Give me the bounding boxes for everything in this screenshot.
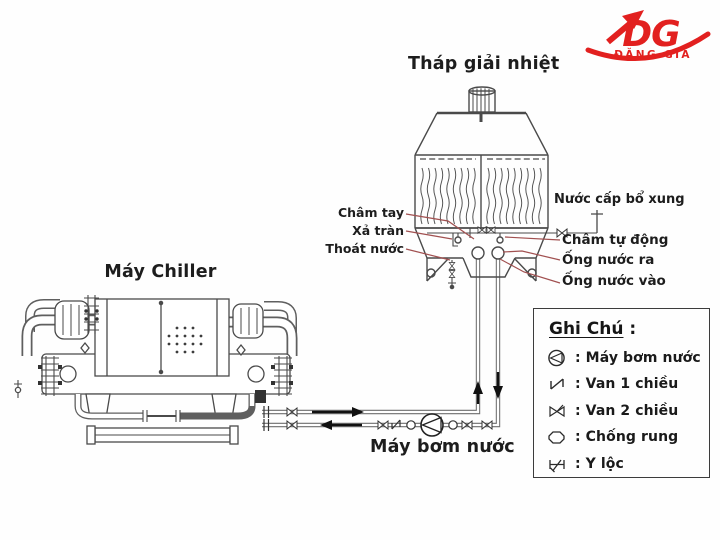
pipeline-symbols — [286, 372, 503, 437]
chiller-dots — [167, 326, 203, 354]
valve-symbol — [286, 420, 298, 430]
legend-item-label: : Van 1 chiều — [575, 376, 679, 392]
legend-item-pump: : Máy bơm nước — [547, 347, 709, 368]
y-strainer-icon — [549, 459, 565, 472]
callout-nuoc-cap-bo-xung: Nước cấp bổ xung — [554, 192, 685, 207]
flanged-column-right — [271, 356, 293, 396]
legend-title-text: Ghi Chú — [549, 319, 624, 339]
fan-motor-icon — [468, 86, 496, 113]
pump-icon — [548, 349, 565, 366]
check-valve-symbol — [391, 419, 401, 430]
logo-swoosh — [585, 31, 711, 61]
outlet-manifold — [255, 390, 266, 403]
callout-ong-nuoc-vao: Ống nước vào — [562, 273, 666, 289]
legend-item-y-strainer: : Y lộc — [547, 453, 709, 474]
legend-title: Ghi Chú : — [549, 319, 709, 339]
legend-item-check-valve: : Van 1 chiều — [547, 374, 709, 395]
callout-lines — [405, 213, 561, 284]
legend-box: Ghi Chú : : Máy bơm nước : Van 1 chiều :… — [533, 308, 710, 478]
check-valve-icon — [550, 378, 564, 390]
compressor-right — [232, 303, 264, 339]
callout-ong-nuoc-ra: Ống nước ra — [562, 252, 655, 268]
makeup-water-line — [556, 210, 603, 238]
flanged-column-left — [38, 356, 62, 396]
compressor-left — [54, 300, 90, 340]
chiller-label: Máy Chiller — [104, 262, 217, 282]
anti-vibration-icon — [548, 431, 565, 444]
legend-title-colon: : — [623, 319, 637, 339]
chiller-drawing — [14, 295, 298, 445]
chiller-base — [74, 393, 256, 445]
flow-arrows — [312, 372, 503, 430]
legend-item-label: : Chống rung — [575, 429, 679, 445]
brand-logo: DG ĐẶNG GIA — [585, 10, 711, 61]
callout-xa-tran: Xả tràn — [352, 223, 404, 238]
tower-title: Tháp giải nhiệt — [408, 54, 560, 74]
cooling-tower-drawing — [414, 86, 597, 282]
callout-cham-tay: Châm tay — [337, 205, 404, 220]
callout-thoat-nuoc: Thoát nước — [325, 241, 404, 256]
basin-sump — [448, 226, 516, 290]
valve-symbol — [286, 407, 298, 417]
anti-vibration-symbol — [406, 420, 416, 430]
legend-item-label: : Van 2 chiều — [575, 402, 679, 419]
two-way-valve-icon — [549, 404, 565, 417]
valve-symbol — [377, 420, 389, 430]
tower-inlet-port — [471, 246, 485, 260]
logo-name: ĐẶNG GIA — [614, 47, 692, 61]
valve-symbol — [481, 420, 493, 430]
logo-arrow-icon — [606, 18, 635, 45]
pump-label: Máy bơm nước — [370, 437, 515, 457]
legend-item-anti-vibration: : Chống rung — [547, 427, 709, 448]
valve-symbol — [461, 420, 473, 430]
pump-symbol — [420, 413, 444, 437]
legend-item-label: : Y lộc — [575, 455, 624, 472]
legend-item-two-way-valve: : Van 2 chiều — [547, 400, 709, 421]
callout-cham-tu-dong: Châm tự động — [562, 232, 669, 248]
tower-outlet-port — [491, 246, 505, 260]
legend-item-label: : Máy bơm nước — [575, 349, 701, 366]
anti-vibration-symbol — [448, 420, 458, 430]
tower-basin — [414, 227, 597, 282]
drain-assembly — [448, 260, 456, 290]
